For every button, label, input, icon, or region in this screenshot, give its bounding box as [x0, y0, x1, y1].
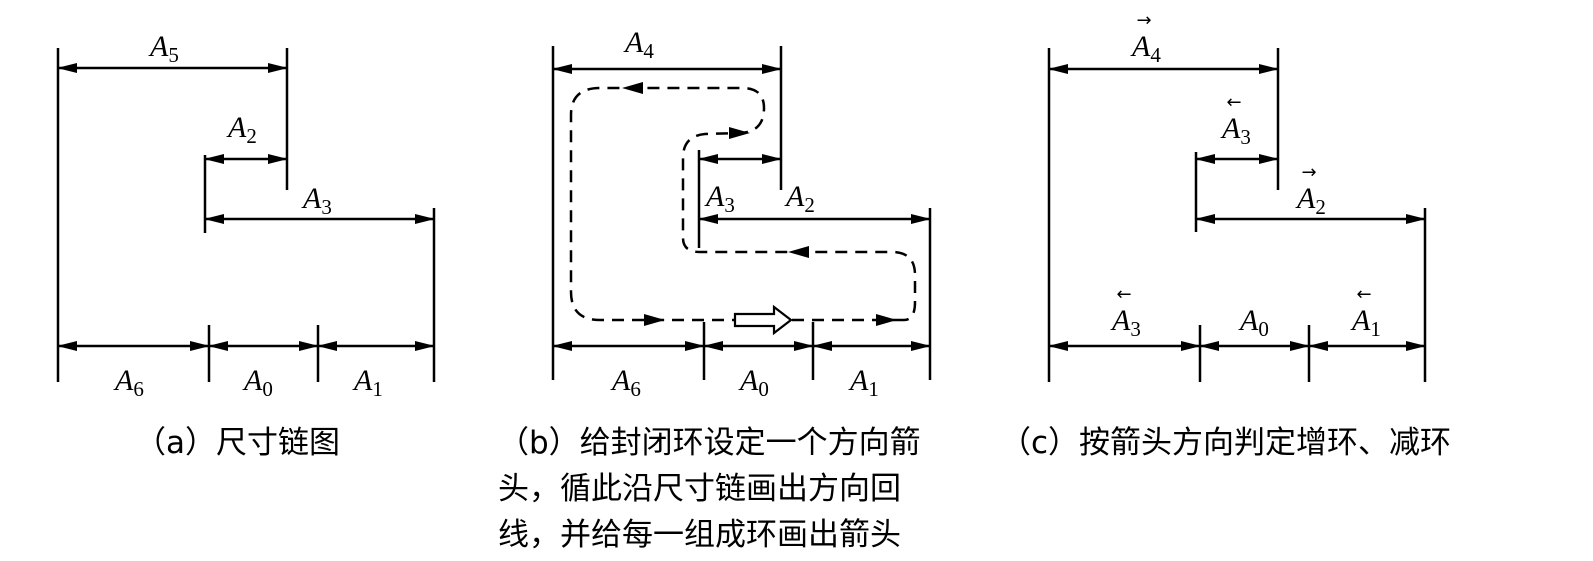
diagram-b-labels: A4 A3 A2 A6 A0 A1 — [610, 26, 879, 401]
diagram-a-labels: A5 A2 A3 A6 A0 A1 — [113, 30, 383, 401]
label-a5: A5 — [148, 30, 179, 67]
label-a0: A0 — [1238, 304, 1269, 341]
label-a4: A4 — [623, 26, 654, 63]
loop-arrowheads — [622, 82, 897, 326]
right-vector-arrow-icon: → — [1301, 162, 1316, 183]
loop-arrow-icon — [644, 314, 665, 326]
loop-arrow-icon — [788, 246, 809, 258]
label-a3: A3 — [704, 180, 735, 217]
left-vector-arrow-icon: ← — [1226, 92, 1241, 113]
caption-c: （c）按箭头方向判定增环、减环 — [1000, 420, 1451, 466]
caption-b-line-1: （b）给封闭环设定一个方向箭 — [498, 425, 921, 461]
label-a3-top: A3 — [1220, 112, 1251, 149]
label-a2: A2 — [784, 180, 815, 217]
label-a3-bottom: A3 — [1110, 304, 1141, 341]
caption-b-line-3: 线，并给每一组成环画出箭头 — [498, 517, 901, 553]
label-a1: A1 — [1350, 304, 1381, 341]
loop-arrow-icon — [729, 127, 750, 139]
diagram-c — [1047, 48, 1427, 382]
label-a4: A4 — [1130, 30, 1161, 67]
caption-c-text: （c）按箭头方向判定增环、减环 — [1000, 425, 1452, 461]
loop-arrow-icon — [622, 82, 643, 94]
diagram-b — [551, 46, 932, 380]
caption-b: （b）给封闭环设定一个方向箭 头，循此沿尺寸链画出方向回 线，并给每一组成环画出… — [498, 420, 921, 558]
label-a1: A1 — [352, 364, 383, 401]
left-vector-arrow-icon: ← — [1356, 284, 1371, 305]
closing-ring-arrow-icon — [733, 304, 793, 336]
label-a0: A0 — [738, 364, 769, 401]
direction-loop — [569, 86, 917, 322]
label-a2: A2 — [226, 111, 257, 148]
label-a3: A3 — [301, 182, 332, 219]
diagram-a — [56, 48, 436, 382]
label-a0: A0 — [242, 364, 273, 401]
label-a2: A2 — [1295, 182, 1326, 219]
label-a1: A1 — [848, 364, 879, 401]
label-a6: A6 — [610, 364, 641, 401]
caption-a-text: （a）尺寸链图 — [135, 425, 340, 461]
loop-arrow-icon — [876, 314, 897, 326]
caption-b-line-2: 头，循此沿尺寸链画出方向回 — [498, 471, 901, 507]
diagram-c-labels: A4 → A3 ← A2 → A3 ← A0 A1 ← — [1110, 10, 1381, 341]
caption-a: （a）尺寸链图 — [135, 420, 340, 466]
label-a6: A6 — [113, 364, 144, 401]
right-vector-arrow-icon: → — [1136, 10, 1151, 31]
left-vector-arrow-icon: ← — [1116, 284, 1131, 305]
